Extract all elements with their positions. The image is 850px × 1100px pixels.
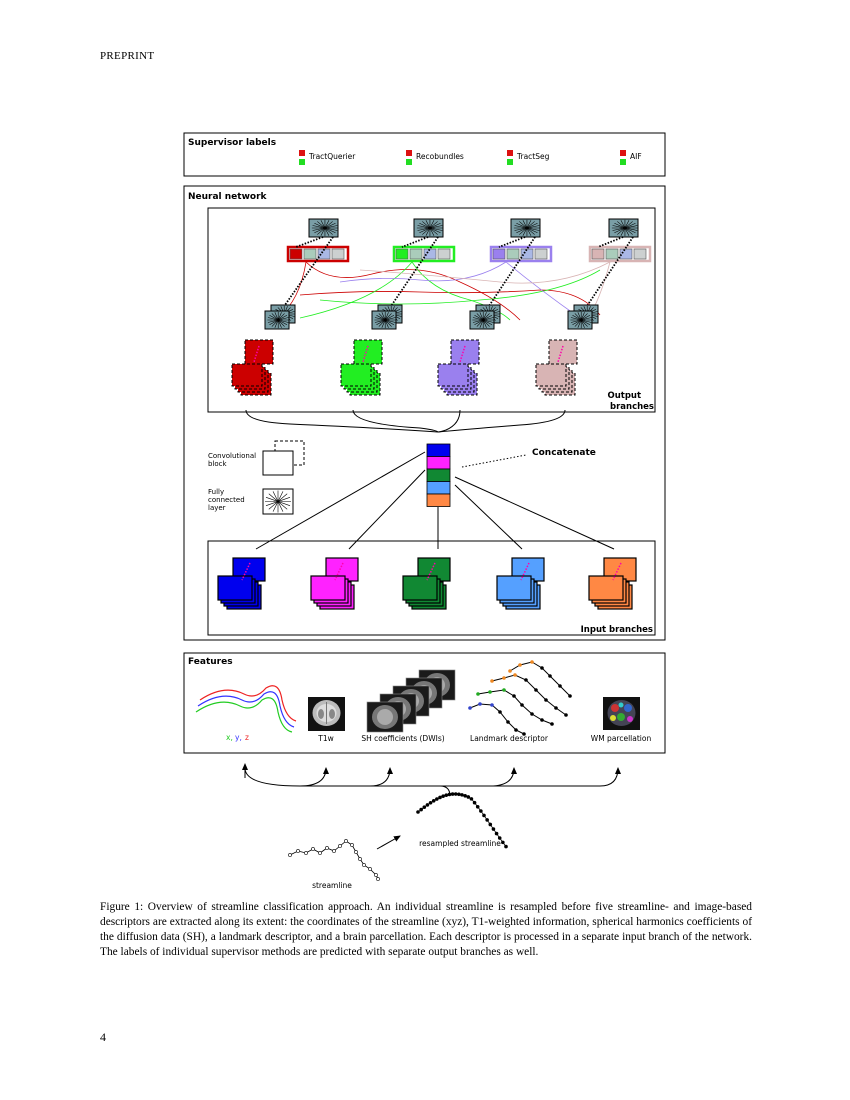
output-label-1: Output [607,391,641,401]
output-fc-top-0 [308,218,339,238]
figure-caption: Figure 1: Overview of streamline classif… [100,901,752,958]
legend-conv-2: block [208,460,228,468]
supervisor-label-1: Recobundles [416,152,464,161]
landmark-label: Landmark descriptor [470,734,549,743]
resample-arrow [376,835,401,850]
concat-block-0 [426,443,451,457]
concat-input-lines [255,451,615,550]
output-fc-mid-front-2 [469,310,495,330]
concat-block-4 [426,493,451,507]
input-branches-box [207,540,656,636]
output-strip-1 [392,245,456,263]
input-branch-2 [402,557,451,610]
output-conv-stack-2 [437,339,480,396]
output-strip-0 [286,245,350,263]
t1w-image [308,697,345,731]
landmark-fiber-0 [468,702,526,736]
sh-label: SH coefficients (DWIs) [361,734,444,743]
landmark-descriptor-plot [468,660,572,736]
supervisor-item-3: AIF [620,150,642,165]
output-conv-stack-1 [340,339,383,396]
z-label: z [245,733,249,742]
y-label: y, [235,733,242,742]
input-branch-1 [310,557,359,610]
output-fc-top-3 [608,218,639,238]
legend-fc-2: connected [208,496,245,504]
output-branch-2 [437,218,553,396]
cross-connection-8 [359,261,611,284]
legend-fc: Fully connected layer [208,488,294,515]
supervisor-label-3: AIF [630,152,642,161]
figure-overview: Supervisor labels TractQuerier Recobundle… [183,132,666,890]
supervisor-item-1: Recobundles [406,150,464,165]
x-label: x, [226,733,233,742]
cross-connection-5 [319,269,601,305]
landmark-fiber-2 [490,673,568,717]
supervisor-label-0: TractQuerier [308,152,356,161]
input-branch-0 [217,557,266,610]
supervisor-label-2: TractSeg [516,152,550,161]
output-strip-2 [489,245,553,263]
running-header: PREPRINT [100,50,155,62]
concatenate-stack [426,443,451,507]
neural-network-title: Neural network [188,192,268,202]
landmark-fiber-1 [476,688,554,726]
streamline-resampled [416,792,508,849]
svg-text:Convolutional block: Convolutional block [208,452,258,468]
svg-text:x, y, z: x, y, z [226,733,249,742]
legend-fc-1: Fully [208,488,224,496]
output-fc-mid-front-3 [567,310,593,330]
legend-conv-1: Convolutional [208,452,256,460]
cross-connection-6 [339,261,507,283]
supervisor-item-2: TractSeg [507,150,550,165]
resampled-label: resampled streamline [419,839,501,848]
landmark-fiber-3 [508,660,572,698]
input-branches-label: Input branches [581,625,653,635]
input-branch-3 [496,557,545,610]
output-fc-mid-front-1 [371,310,397,330]
wm-parcellation-image [603,697,640,730]
svg-text:Output branches: Output branches [607,391,654,412]
cross-connection-3 [411,261,511,321]
concat-block-3 [426,481,451,495]
input-branch-4 [588,557,637,610]
legend-fc-3: layer [208,504,226,512]
output-conv-stack-0 [231,339,274,396]
output-conv-stack-3 [535,339,578,396]
supervisor-labels-title: Supervisor labels [188,138,276,148]
wm-label: WM parcellation [591,734,652,743]
concat-block-2 [426,468,451,482]
concat-block-1 [426,456,451,470]
supervisor-item-0: TractQuerier [299,150,356,165]
features-title: Features [188,657,233,667]
features-panel: Features x, y, z T1w SH coefficients (DW… [183,652,666,754]
legend-conv: Convolutional block [208,440,305,476]
output-branch-1 [340,218,456,396]
output-strip-3 [588,245,652,263]
feature-distribution-arrows [244,767,621,797]
output-fc-top-1 [413,218,444,238]
output-fc-top-2 [510,218,541,238]
streamline-raw [288,839,380,881]
supervisor-labels-panel: Supervisor labels TractQuerier Recobundle… [183,132,666,177]
output-fc-mid-front-0 [264,310,290,330]
output-label-2: branches [610,402,654,412]
neural-network-panel: Neural network Output branches Concatena… [183,185,666,641]
sh-coefficients-stack [366,669,456,733]
output-branches-box [207,207,656,413]
cross-connection-2 [299,289,601,316]
sh-slice-0 [366,701,404,733]
xyz-coordinates-plot [195,685,297,733]
streamline-label: streamline [312,881,352,890]
output-branch-3 [535,218,652,396]
concatenate-label: Concatenate [532,448,596,458]
svg-text:Fully connected: Fully connected layer [208,488,247,512]
t1w-label: T1w [317,734,334,743]
output-branch-0 [231,218,350,396]
page-number: 4 [100,1030,106,1044]
merge-braces [245,409,566,433]
cross-connection-4 [299,261,413,319]
branch-cross-connections [277,261,611,321]
